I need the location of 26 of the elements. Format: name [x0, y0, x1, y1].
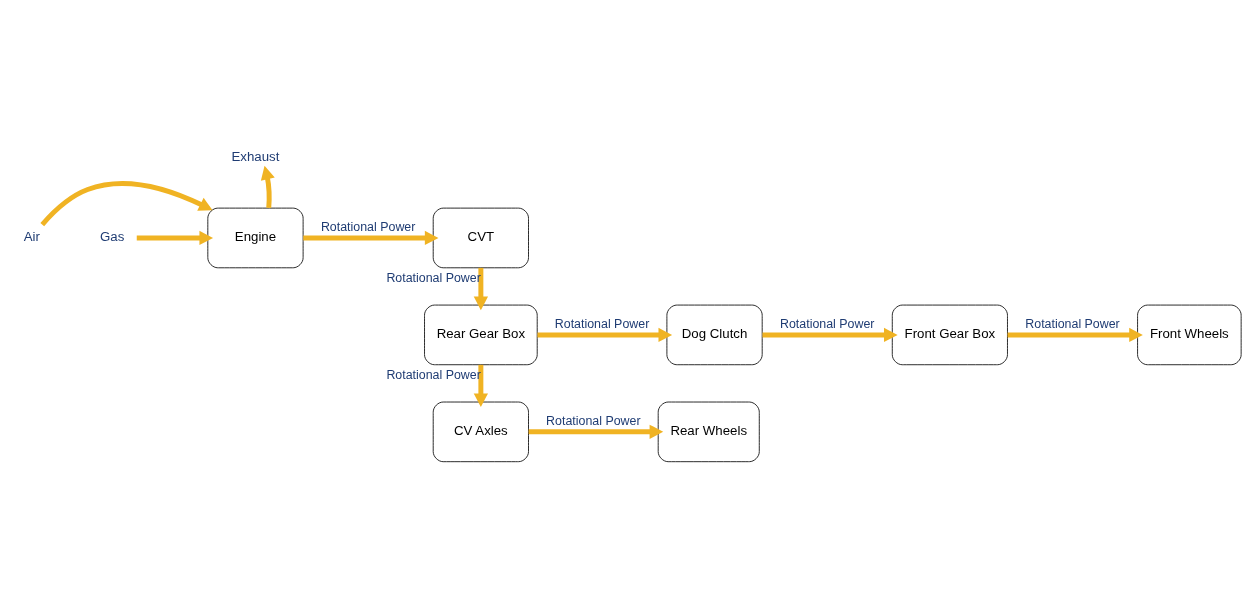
- arrow: [136, 230, 214, 245]
- edge-label: Rotational Power: [546, 413, 641, 428]
- node-box: CVT: [432, 207, 529, 268]
- node-text: Gas: [99, 228, 125, 244]
- edge-label: Rotational Power: [780, 316, 875, 331]
- node-box: CV Axles: [432, 401, 529, 462]
- edge-label: Rotational Power: [554, 316, 650, 331]
- node-box: Dog Clutch: [666, 304, 763, 365]
- arrow: [260, 165, 275, 208]
- edge-label: Rotational Power: [320, 219, 416, 234]
- arrow: [528, 424, 664, 439]
- arrow: [473, 364, 489, 407]
- arrow: [473, 267, 489, 310]
- node-box: Front Gear Box: [891, 304, 1008, 365]
- node-box: Front Wheels: [1137, 304, 1242, 365]
- arrow: [303, 230, 439, 245]
- arrow: [762, 327, 898, 342]
- node-text: Exhaust: [231, 148, 280, 164]
- node-text: Air: [23, 228, 40, 244]
- arrow: [537, 327, 673, 342]
- edge-label: Rotational Power: [1025, 316, 1120, 331]
- node-box: Rear Gear Box: [424, 304, 538, 365]
- arrow: [1007, 327, 1143, 342]
- node-box: Rear Wheels: [657, 401, 760, 462]
- node-box: Engine: [207, 207, 304, 268]
- arrow: [40, 180, 213, 226]
